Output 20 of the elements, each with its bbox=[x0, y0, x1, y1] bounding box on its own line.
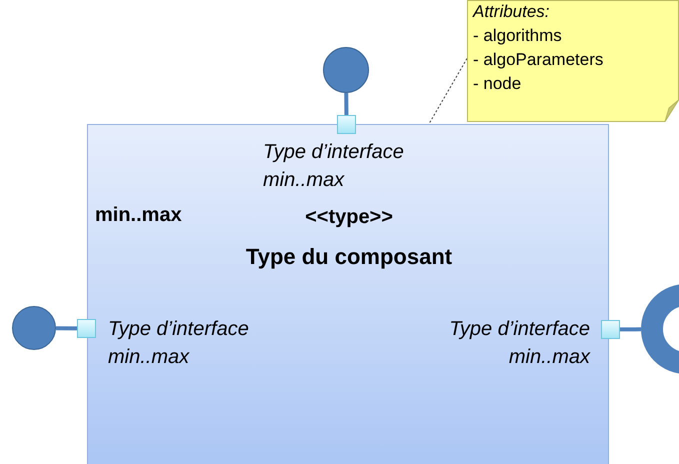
port-square bbox=[77, 319, 96, 338]
component-title: Type du composant bbox=[246, 244, 452, 270]
port-square bbox=[337, 115, 356, 134]
note-item: - algorithms bbox=[473, 26, 562, 46]
interface-label: Type d’interface min..max bbox=[108, 317, 250, 370]
provided-interface-circle bbox=[323, 47, 369, 93]
connector-line bbox=[56, 326, 78, 330]
connector-line bbox=[620, 327, 641, 332]
leader-line bbox=[428, 58, 468, 124]
interface-label: Type d’interface min..max bbox=[263, 140, 405, 193]
component-box bbox=[87, 124, 609, 464]
interface-label: Type d’interface min..max bbox=[448, 317, 590, 370]
port-square bbox=[601, 320, 620, 339]
note-heading: Attributes: bbox=[473, 2, 550, 22]
connector-line bbox=[344, 92, 348, 116]
stereotype-label: <<type>> bbox=[305, 206, 393, 229]
note-item: - algoParameters bbox=[473, 50, 604, 70]
multiplicity-label: min..max bbox=[95, 204, 182, 227]
note-item: - node bbox=[473, 74, 522, 94]
provided-interface-circle bbox=[12, 306, 56, 350]
